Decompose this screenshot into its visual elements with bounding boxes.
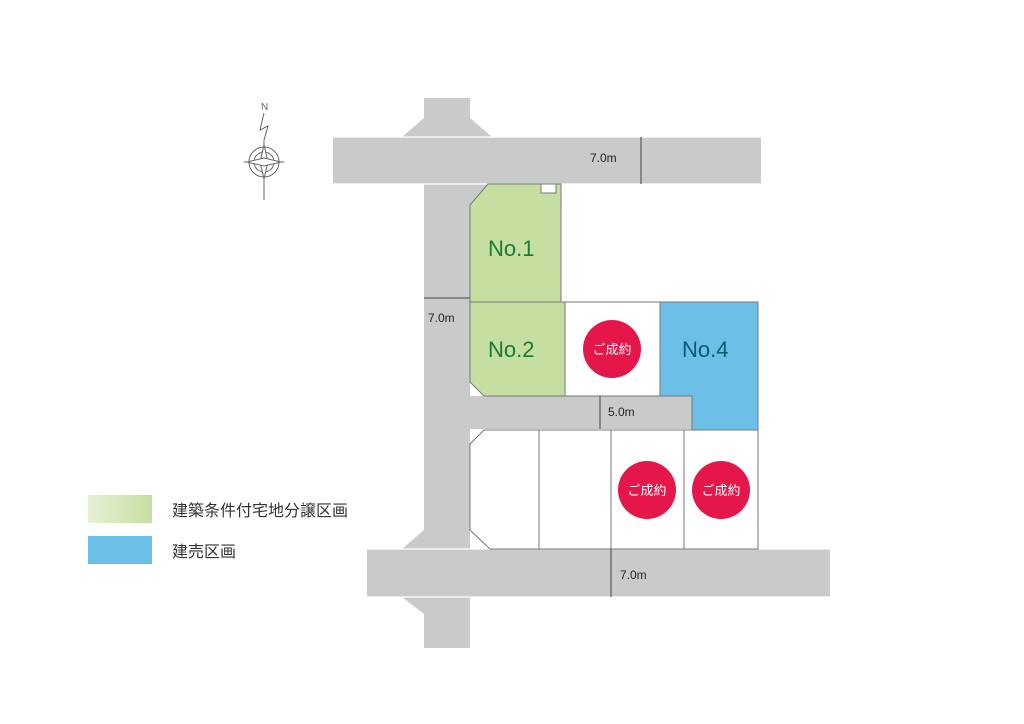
north-road-width: 7.0m bbox=[590, 151, 617, 165]
lot-lower-2[interactable] bbox=[538, 429, 612, 550]
legend-swatch-ready-built bbox=[88, 536, 152, 564]
north-intersection bbox=[402, 98, 492, 205]
lot-no2-label: No.2 bbox=[488, 337, 534, 362]
legend-label-ready-built: 建売区画 bbox=[172, 542, 237, 561]
lot-no1-label: No.1 bbox=[488, 236, 534, 261]
south-road-width: 7.0m bbox=[620, 568, 647, 582]
compass-north-label: N bbox=[261, 102, 268, 113]
legend-ready-built: 建売区画 bbox=[88, 536, 236, 564]
sold-badge: ご成約 bbox=[692, 461, 750, 519]
lot-no1-notch bbox=[540, 183, 557, 194]
lot-lower-1[interactable] bbox=[469, 429, 540, 550]
sold-badge-label: ご成約 bbox=[627, 483, 666, 499]
lot-sold-1[interactable] bbox=[564, 301, 661, 397]
inner-road-width: 5.0m bbox=[608, 405, 635, 419]
legend-conditional: 建築条件付宅地分譲区画 bbox=[88, 495, 348, 523]
sold-badge-label: ご成約 bbox=[701, 483, 740, 499]
sold-badge-label: ご成約 bbox=[592, 342, 631, 358]
dimension-lines bbox=[424, 137, 642, 597]
compass-icon: N bbox=[244, 102, 284, 200]
inner-road bbox=[470, 396, 692, 429]
legend-swatch-conditional bbox=[88, 495, 152, 523]
legend-label-conditional: 建築条件付宅地分譲区画 bbox=[172, 501, 349, 520]
roads bbox=[333, 98, 830, 648]
lot-no4-label: No.4 bbox=[682, 337, 728, 362]
west-road-width: 7.0m bbox=[428, 311, 455, 325]
south-intersection bbox=[402, 530, 492, 648]
lot-no2[interactable] bbox=[469, 301, 566, 397]
sold-badge: ご成約 bbox=[583, 320, 641, 378]
north-road bbox=[333, 137, 761, 184]
sold-badge: ご成約 bbox=[618, 461, 676, 519]
